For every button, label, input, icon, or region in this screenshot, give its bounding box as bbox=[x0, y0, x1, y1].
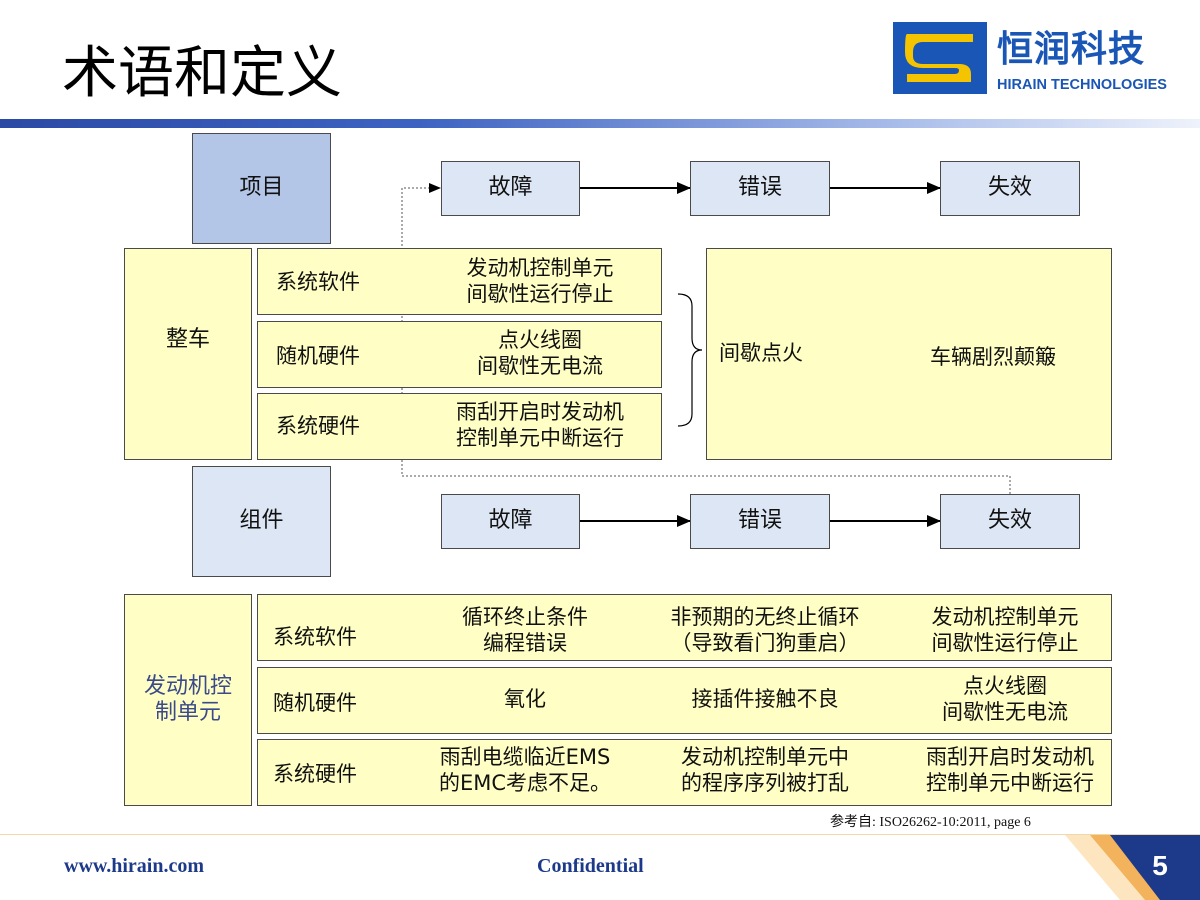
component-row-category: 系统硬件 bbox=[273, 762, 357, 786]
component-row-error: 接插件接触不良 bbox=[691, 687, 839, 711]
component-row-failure: 雨刮开启时发动机 控制单元中断运行 bbox=[926, 745, 1094, 795]
item-label: 项目 bbox=[239, 175, 284, 201]
component-label: 组件 bbox=[239, 508, 284, 534]
component-row-fault: 雨刮电缆临近EMS 的EMC考虑不足。 bbox=[438, 745, 612, 795]
component-row-failure: 发动机控制单元 间歇性运行停止 bbox=[931, 605, 1079, 655]
page-number: 5 bbox=[1152, 850, 1168, 881]
vehicle-row-category: 系统软件 bbox=[276, 270, 360, 294]
component-row-fault: 循环终止条件 编程错误 bbox=[462, 605, 588, 655]
vehicle-effect-box bbox=[706, 248, 1112, 460]
website-link[interactable]: www.hirain.com bbox=[64, 855, 204, 877]
page-title: 术语和定义 bbox=[62, 41, 342, 106]
component-row-category: 随机硬件 bbox=[273, 691, 357, 715]
component-row-failure: 点火线圈 间歇性无电流 bbox=[942, 674, 1068, 724]
component-box: 组件 bbox=[192, 466, 331, 577]
component-row-error: 发动机控制单元中 的程序序列被打乱 bbox=[681, 745, 849, 795]
component-failure-label: 失效 bbox=[987, 508, 1032, 534]
component-row-software bbox=[257, 594, 1112, 661]
item-box: 项目 bbox=[192, 133, 331, 244]
component-error-label: 错误 bbox=[737, 508, 782, 534]
vehicle-row-fault: 点火线圈 间歇性无电流 bbox=[477, 328, 603, 378]
component-fault-label: 故障 bbox=[488, 508, 533, 534]
component-row-fault: 氧化 bbox=[504, 687, 546, 711]
component-row-error: 非预期的无终止循环 （导致看门狗重启） bbox=[670, 605, 860, 655]
vehicle-row-random-hw bbox=[257, 321, 662, 388]
vehicle-failure-label: 失效 bbox=[987, 175, 1032, 201]
confidential-label: Confidential bbox=[537, 855, 644, 877]
vehicle-failure-box: 失效 bbox=[940, 161, 1080, 216]
component-row-category: 系统软件 bbox=[273, 625, 357, 649]
vehicle-row-software bbox=[257, 248, 662, 315]
vehicle-error-text: 间歇点火 bbox=[719, 341, 803, 365]
vehicle-row-system-hw bbox=[257, 393, 662, 460]
reference-note: 参考自: ISO26262-10:2011, page 6 bbox=[830, 815, 1031, 830]
header-divider bbox=[0, 119, 1200, 128]
footer-corner-decoration bbox=[1065, 835, 1200, 900]
component-failure-box: 失效 bbox=[940, 494, 1080, 549]
component-group-label: 发动机控 制单元 bbox=[143, 673, 232, 725]
vehicle-group-box: 整车 bbox=[124, 248, 252, 460]
vehicle-error-label: 错误 bbox=[737, 175, 782, 201]
logo-english-name: HIRAIN TECHNOLOGIES bbox=[997, 77, 1167, 93]
vehicle-row-category: 随机硬件 bbox=[276, 344, 360, 368]
vehicle-fault-box: 故障 bbox=[441, 161, 580, 216]
vehicle-fault-label: 故障 bbox=[488, 175, 533, 201]
hirain-logo-icon bbox=[893, 22, 987, 94]
footer-divider bbox=[0, 834, 1200, 835]
vehicle-group-label: 整车 bbox=[165, 327, 210, 352]
vehicle-row-category: 系统硬件 bbox=[276, 414, 360, 438]
component-error-box: 错误 bbox=[690, 494, 830, 549]
component-fault-box: 故障 bbox=[441, 494, 580, 549]
vehicle-row-fault: 雨刮开启时发动机 控制单元中断运行 bbox=[456, 400, 624, 450]
vehicle-row-fault: 发动机控制单元 间歇性运行停止 bbox=[466, 256, 614, 306]
vehicle-error-box: 错误 bbox=[690, 161, 830, 216]
component-row-random-hw bbox=[257, 667, 1112, 734]
vehicle-failure-text: 车辆剧烈颠簸 bbox=[930, 345, 1056, 369]
logo-chinese-name: 恒润科技 bbox=[997, 29, 1146, 70]
component-row-system-hw bbox=[257, 739, 1112, 806]
component-group-box: 发动机控 制单元 bbox=[124, 594, 252, 806]
curly-brace bbox=[677, 293, 703, 427]
dotted-feedback-line bbox=[401, 183, 1011, 494]
